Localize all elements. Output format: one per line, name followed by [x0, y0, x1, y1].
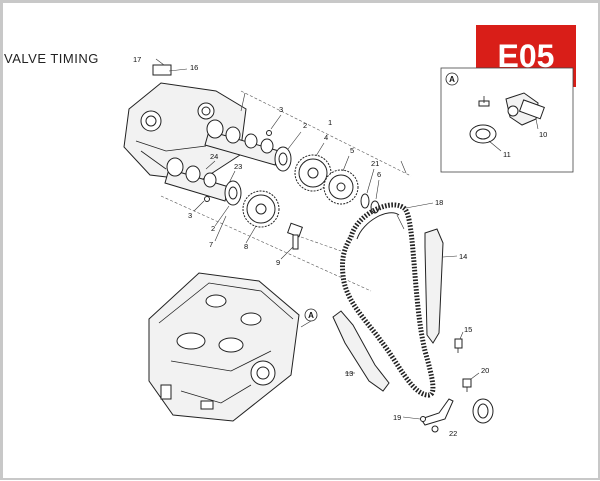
- bracket-bolt-part: [462, 378, 472, 392]
- callout-21: 21: [371, 159, 379, 168]
- callout-8: 8: [244, 242, 248, 251]
- cam-bearing-upper-part: [274, 146, 292, 172]
- callout-23: 23: [234, 162, 242, 171]
- chain-guide-part: [424, 228, 444, 344]
- cam-bearing-lower-part: [224, 180, 242, 206]
- callout-2-lower: 2: [211, 224, 215, 233]
- timing-chain-part: [340, 202, 436, 398]
- detail-a-frame: [440, 67, 574, 173]
- callout-10: 10: [539, 130, 547, 139]
- sprocket-bolt-part: [287, 222, 303, 250]
- tensioner-rail-part: [332, 310, 390, 392]
- phaser-gear-part: [323, 169, 359, 205]
- spring-washer-part: [360, 193, 370, 209]
- callout-2-upper: 2: [303, 121, 307, 130]
- callout-7: 7: [209, 240, 213, 249]
- callout-3-upper: 3: [279, 105, 283, 114]
- callout-15: 15: [464, 325, 472, 334]
- intake-camshaft-part: [204, 119, 280, 166]
- diagram-title: VALVE TIMING: [4, 51, 99, 66]
- callout-9: 9: [276, 258, 280, 267]
- crank-sprocket-part: [472, 398, 494, 424]
- dowel-pin-upper-part: [266, 130, 272, 136]
- callout-20: 20: [481, 366, 489, 375]
- exhaust-sprocket-part: [242, 190, 280, 228]
- callout-1: 1: [328, 118, 332, 127]
- callout-4: 4: [324, 133, 328, 142]
- chain-bracket-part: [420, 398, 454, 426]
- callout-19: 19: [393, 413, 401, 422]
- callout-5: 5: [350, 146, 354, 155]
- callout-13: 13: [345, 369, 353, 378]
- callout-14: 14: [459, 252, 467, 261]
- callout-3-lower: 3: [188, 211, 192, 220]
- intake-sprocket-part: [294, 154, 332, 192]
- callout-24: 24: [210, 152, 218, 161]
- detail-a-marker: [445, 72, 459, 86]
- guide-bolt-part: [454, 338, 463, 353]
- crankcase-part: [148, 272, 300, 422]
- detail-a-pointer-letter: A: [308, 311, 314, 320]
- callout-11: 11: [503, 150, 511, 159]
- detail-a-marker-letter: A: [449, 75, 455, 84]
- dowel-pin-lower-part: [204, 196, 210, 202]
- tensioner-gasket-part: [469, 124, 497, 144]
- small-bolt-part: [431, 425, 439, 433]
- callout-17: 17: [133, 55, 141, 64]
- callout-16: 16: [190, 63, 198, 72]
- callout-cut-off: 22: [449, 429, 457, 438]
- cylinder-head-part: [123, 64, 247, 182]
- callout-18: 18: [435, 198, 443, 207]
- callout-6: 6: [377, 170, 381, 179]
- exhaust-camshaft-part: [164, 157, 230, 202]
- detail-a-pointer-marker: [304, 308, 318, 322]
- chain-tensioner-part: [478, 92, 545, 126]
